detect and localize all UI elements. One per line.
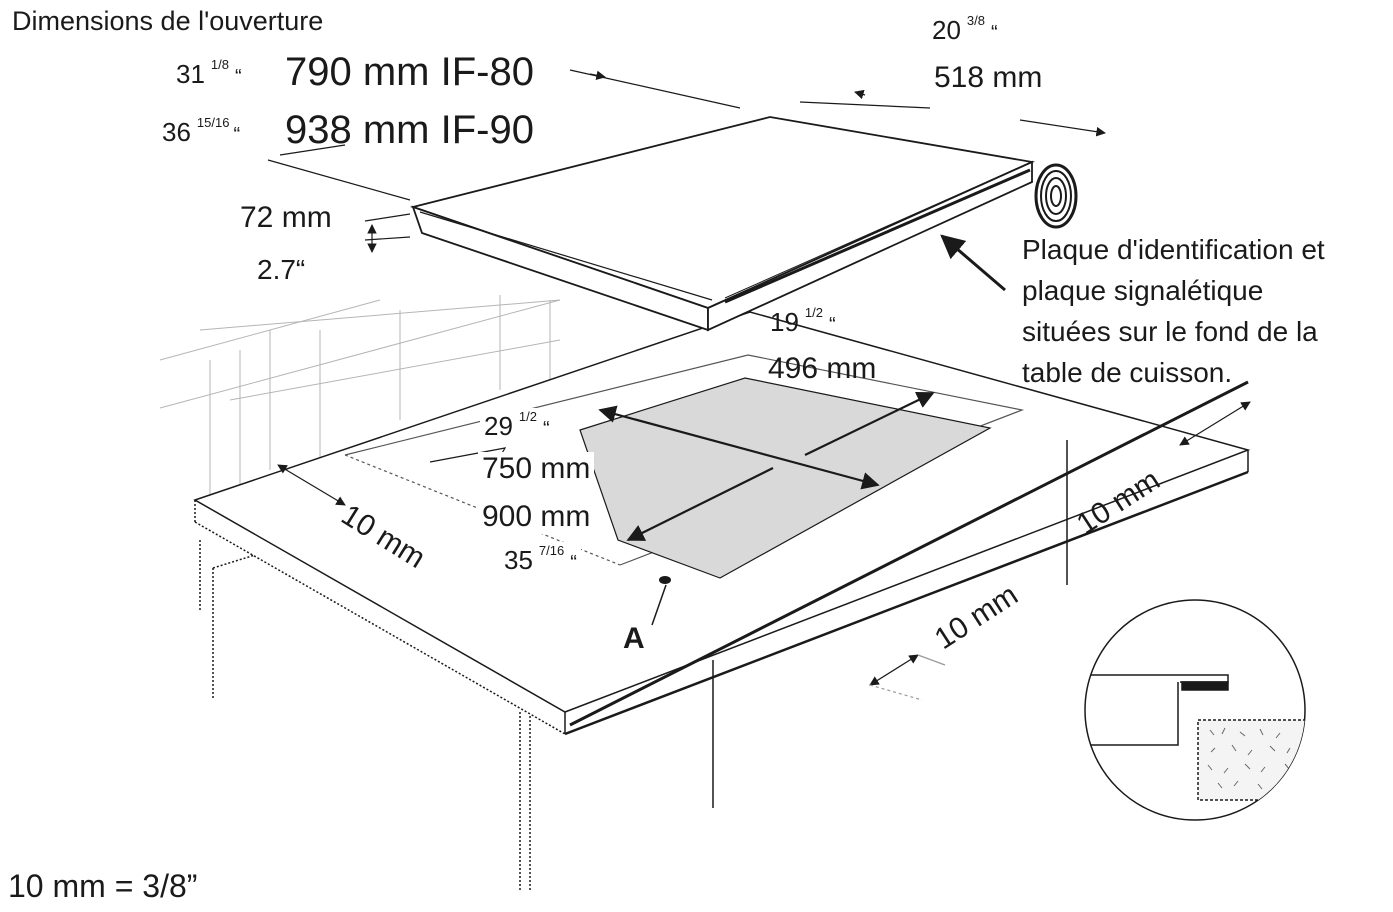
- cutout-depth-imperial-whole: 19: [770, 307, 799, 337]
- cutout-arrows: [598, 391, 935, 541]
- wall-tiles: [159, 295, 561, 500]
- nameplate-pointer: [940, 234, 1006, 292]
- cutout-depth-imperial: 19 1/2 “: [770, 306, 836, 335]
- depth-imperial-whole: 20: [932, 15, 961, 45]
- cutout-width-imperial-a-whole: 29: [484, 411, 513, 441]
- depth-imperial-frac: 3/8: [966, 13, 985, 28]
- depth-imperial-quote: “: [991, 22, 998, 44]
- nameplate-note: Plaque d'identification et plaque signal…: [1022, 229, 1325, 393]
- cutout-width-mm-b-label: 900 mm: [478, 500, 595, 534]
- edge-detail-circle: [1084, 599, 1306, 821]
- depth-mm-label: 518 mm: [934, 61, 1043, 94]
- cutout-width-imperial-b-quote: “: [570, 552, 577, 574]
- cutout-depth-imperial-quote: “: [829, 314, 836, 336]
- height-mm-label: 72 mm: [240, 201, 332, 234]
- cutout-width-imperial-b-frac: 7/16: [538, 543, 565, 558]
- cutout-width-mm-a-label: 750 mm: [478, 452, 595, 486]
- appliance-dim-lines: [267, 69, 1106, 253]
- diagram-title: Dimensions de l'ouverture: [12, 6, 324, 36]
- cutout-width-imperial-a-frac: 1/2: [518, 409, 537, 424]
- width-imperial-80-frac: 1/8: [210, 57, 229, 72]
- nameplate-note-line-4: table de cuisson.: [1022, 357, 1233, 388]
- cutout-width-imperial-b-whole: 35: [504, 545, 533, 575]
- cutout-width-imperial-a-quote: “: [543, 418, 550, 440]
- width-imperial-90-frac: 15/16: [196, 115, 230, 130]
- nameplate-note-line-3: situées sur le fond de la: [1022, 316, 1318, 347]
- cutout-width-imperial-a: 29 1/2 “: [480, 408, 554, 441]
- clearance-lines: [277, 401, 1251, 701]
- width-imperial-80-quote: “: [235, 66, 242, 88]
- width-imperial-90-whole: 36: [162, 117, 191, 147]
- nameplate-note-line-2: plaque signalétique: [1022, 275, 1264, 306]
- point-a-dot: [659, 576, 671, 584]
- width-imperial-80: 31 1/8 “: [176, 58, 242, 87]
- width-if90-label: 938 mm IF-90: [285, 108, 534, 152]
- marker-a-label: A: [623, 622, 645, 655]
- width-imperial-80-whole: 31: [176, 59, 205, 89]
- width-imperial-90-quote: “: [233, 124, 241, 146]
- width-imperial-90: 36 15/16“: [162, 116, 240, 145]
- cutout-width-imperial-b: 35 7/16 “: [500, 542, 581, 575]
- cable-spool-icon: [1034, 163, 1078, 229]
- cooktop: [409, 116, 1036, 332]
- nameplate-note-line-1: Plaque d'identification et: [1022, 234, 1325, 265]
- cutout-depth-imperial-frac: 1/2: [804, 305, 823, 320]
- depth-imperial: 20 3/8 “: [932, 14, 998, 43]
- conversion-note: 10 mm = 3/8”: [8, 868, 198, 904]
- width-if80-label: 790 mm IF-80: [285, 50, 534, 94]
- cutout-depth-mm-label: 496 mm: [768, 352, 877, 385]
- height-in-label: 2.7“: [257, 254, 306, 285]
